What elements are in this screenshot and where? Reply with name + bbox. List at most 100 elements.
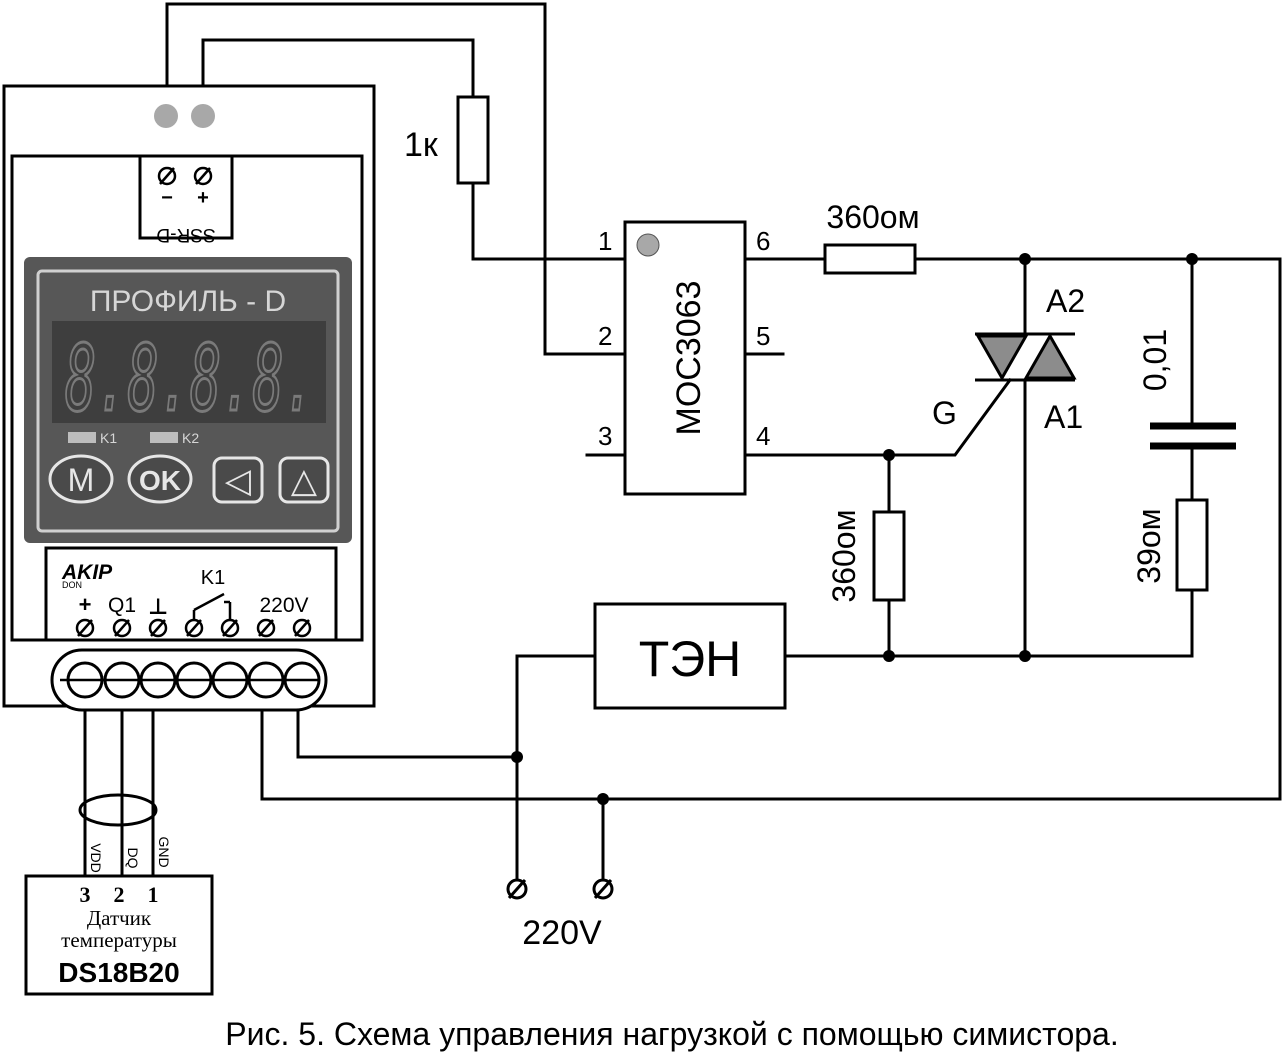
mains-terminal-right-icon [592, 878, 614, 900]
screw-terminal-icon [75, 618, 95, 638]
pin6-label: 6 [756, 226, 770, 256]
terminal-label-area [44, 546, 338, 642]
triac-a1-label: A1 [1044, 399, 1083, 435]
sensor-pin3-label: 3 [80, 882, 91, 907]
sensor-pin1-label: 1 [148, 882, 159, 907]
sensor-name-line1: Датчик [87, 906, 152, 930]
up-arrow-icon: △ [291, 461, 318, 501]
resistor-39-label: 39ом [1131, 508, 1167, 583]
terminal-screws [75, 618, 312, 638]
ssr-plus-label: + [197, 187, 209, 209]
wire-gate [743, 377, 1013, 457]
resistor-360-horizontal [823, 243, 917, 275]
ok-button-label: OK [139, 465, 181, 496]
ssr-screw-minus-icon [157, 166, 177, 186]
resistor-1k-label: 1к [404, 126, 439, 164]
sensor-name-line2: температуры [61, 928, 177, 952]
left-button[interactable]: ◁ [212, 456, 264, 504]
triac [975, 332, 1077, 382]
wires [78, 2, 1282, 882]
screw-terminal-icon [256, 618, 276, 638]
screw-terminal-icon [148, 618, 168, 638]
sensor-dq-label: DQ [125, 848, 141, 869]
connector-hole [66, 661, 104, 699]
connector-hole [211, 661, 249, 699]
optocoupler [623, 220, 747, 496]
brand-logo: AKIP [61, 561, 113, 584]
capacitor-label: 0,01 [1137, 329, 1173, 391]
up-button[interactable]: △ [278, 456, 330, 504]
wire-top-rail [260, 257, 1282, 801]
heater-element [593, 602, 787, 710]
led-k1-label: K1 [100, 430, 117, 446]
connector-hole [175, 661, 213, 699]
screw-terminal-icon [220, 618, 240, 638]
led-k1 [68, 432, 96, 443]
resistor-360-vertical-label: 360ом [826, 509, 862, 602]
led-k2-label: K2 [182, 430, 199, 446]
terminal-q1-label: Q1 [108, 594, 136, 617]
wire-ssr-minus [165, 2, 627, 356]
indicator-led-left [154, 104, 178, 128]
resistor-1k [456, 95, 490, 185]
mains-terminal-left-icon [506, 878, 528, 900]
display-bezel [36, 269, 340, 533]
relay-contact-icon [192, 592, 232, 620]
indicator-led-right [191, 104, 215, 128]
screw-terminal-icon [292, 618, 312, 638]
pin4-label: 4 [756, 421, 770, 451]
wire-heater-to-mains [515, 654, 597, 882]
pin2-label: 2 [598, 321, 612, 351]
pin1-marker-icon [636, 233, 660, 257]
sensor-vdd-label: VDD [88, 843, 104, 873]
mains-label: 220V [522, 914, 602, 952]
m-button-label: M [68, 462, 95, 498]
ssr-label: SSR-D [156, 224, 215, 245]
ssr-minus-label: − [161, 187, 173, 209]
wire-resistor-to-pin1 [471, 181, 627, 261]
heater-label: ТЭН [639, 631, 742, 687]
screw-terminal-icon [184, 618, 204, 638]
connector-hole [283, 661, 321, 699]
seven-segment-window [52, 321, 326, 423]
terminal-relay-label: K1 [201, 567, 225, 589]
triac-a2-label: A2 [1046, 283, 1085, 319]
temperature-sensor [24, 874, 214, 996]
ok-button[interactable]: OK [127, 454, 193, 504]
display-title: ПРОФИЛЬ - D [90, 285, 286, 318]
terminal-plus-label: + [79, 592, 92, 617]
brand-sub-logo: DON [62, 580, 82, 590]
optocoupler-label: MOC3063 [670, 281, 708, 436]
connector-hole [103, 661, 141, 699]
connector-holes [66, 661, 321, 699]
capacitor [1150, 422, 1236, 450]
resistor-360-horizontal-label: 360ом [826, 199, 919, 235]
connector-hole [139, 661, 177, 699]
junction-dots [511, 253, 1198, 805]
left-arrow-icon: ◁ [225, 461, 252, 501]
pin3-label: 3 [598, 421, 612, 451]
triac-gate-label: G [932, 395, 957, 431]
resistor-360-vertical [872, 510, 906, 602]
pin1-label: 1 [598, 226, 612, 256]
pin5-label: 5 [756, 321, 770, 351]
sensor-model: DS18B20 [58, 957, 179, 988]
connector-hole [247, 661, 285, 699]
figure-caption: Рис. 5. Схема управления нагрузкой с пом… [225, 1016, 1118, 1052]
terminal-ground-label: ⊥ [148, 594, 168, 619]
wire-ssr-plus [201, 38, 475, 99]
screw-terminal-icon [112, 618, 132, 638]
wire-device-220v [296, 708, 519, 759]
controller-device: − + SSR-D ПРОФИЛЬ - D 8.8.8.8. K1 K2 M O… [2, 84, 376, 712]
cable-ferrite-icon [78, 793, 158, 827]
sensor-gnd-label: GND [156, 836, 172, 867]
terminal-220v-label: 220V [259, 594, 308, 617]
sensor-pin2-label: 2 [114, 882, 125, 907]
m-button[interactable]: M [48, 454, 114, 504]
led-k2 [150, 432, 178, 443]
ssr-terminal-block [138, 154, 234, 240]
ssr-screw-plus-icon [193, 166, 213, 186]
seven-segment-digits: 8.8.8.8. [65, 325, 315, 432]
resistor-39 [1175, 498, 1209, 592]
